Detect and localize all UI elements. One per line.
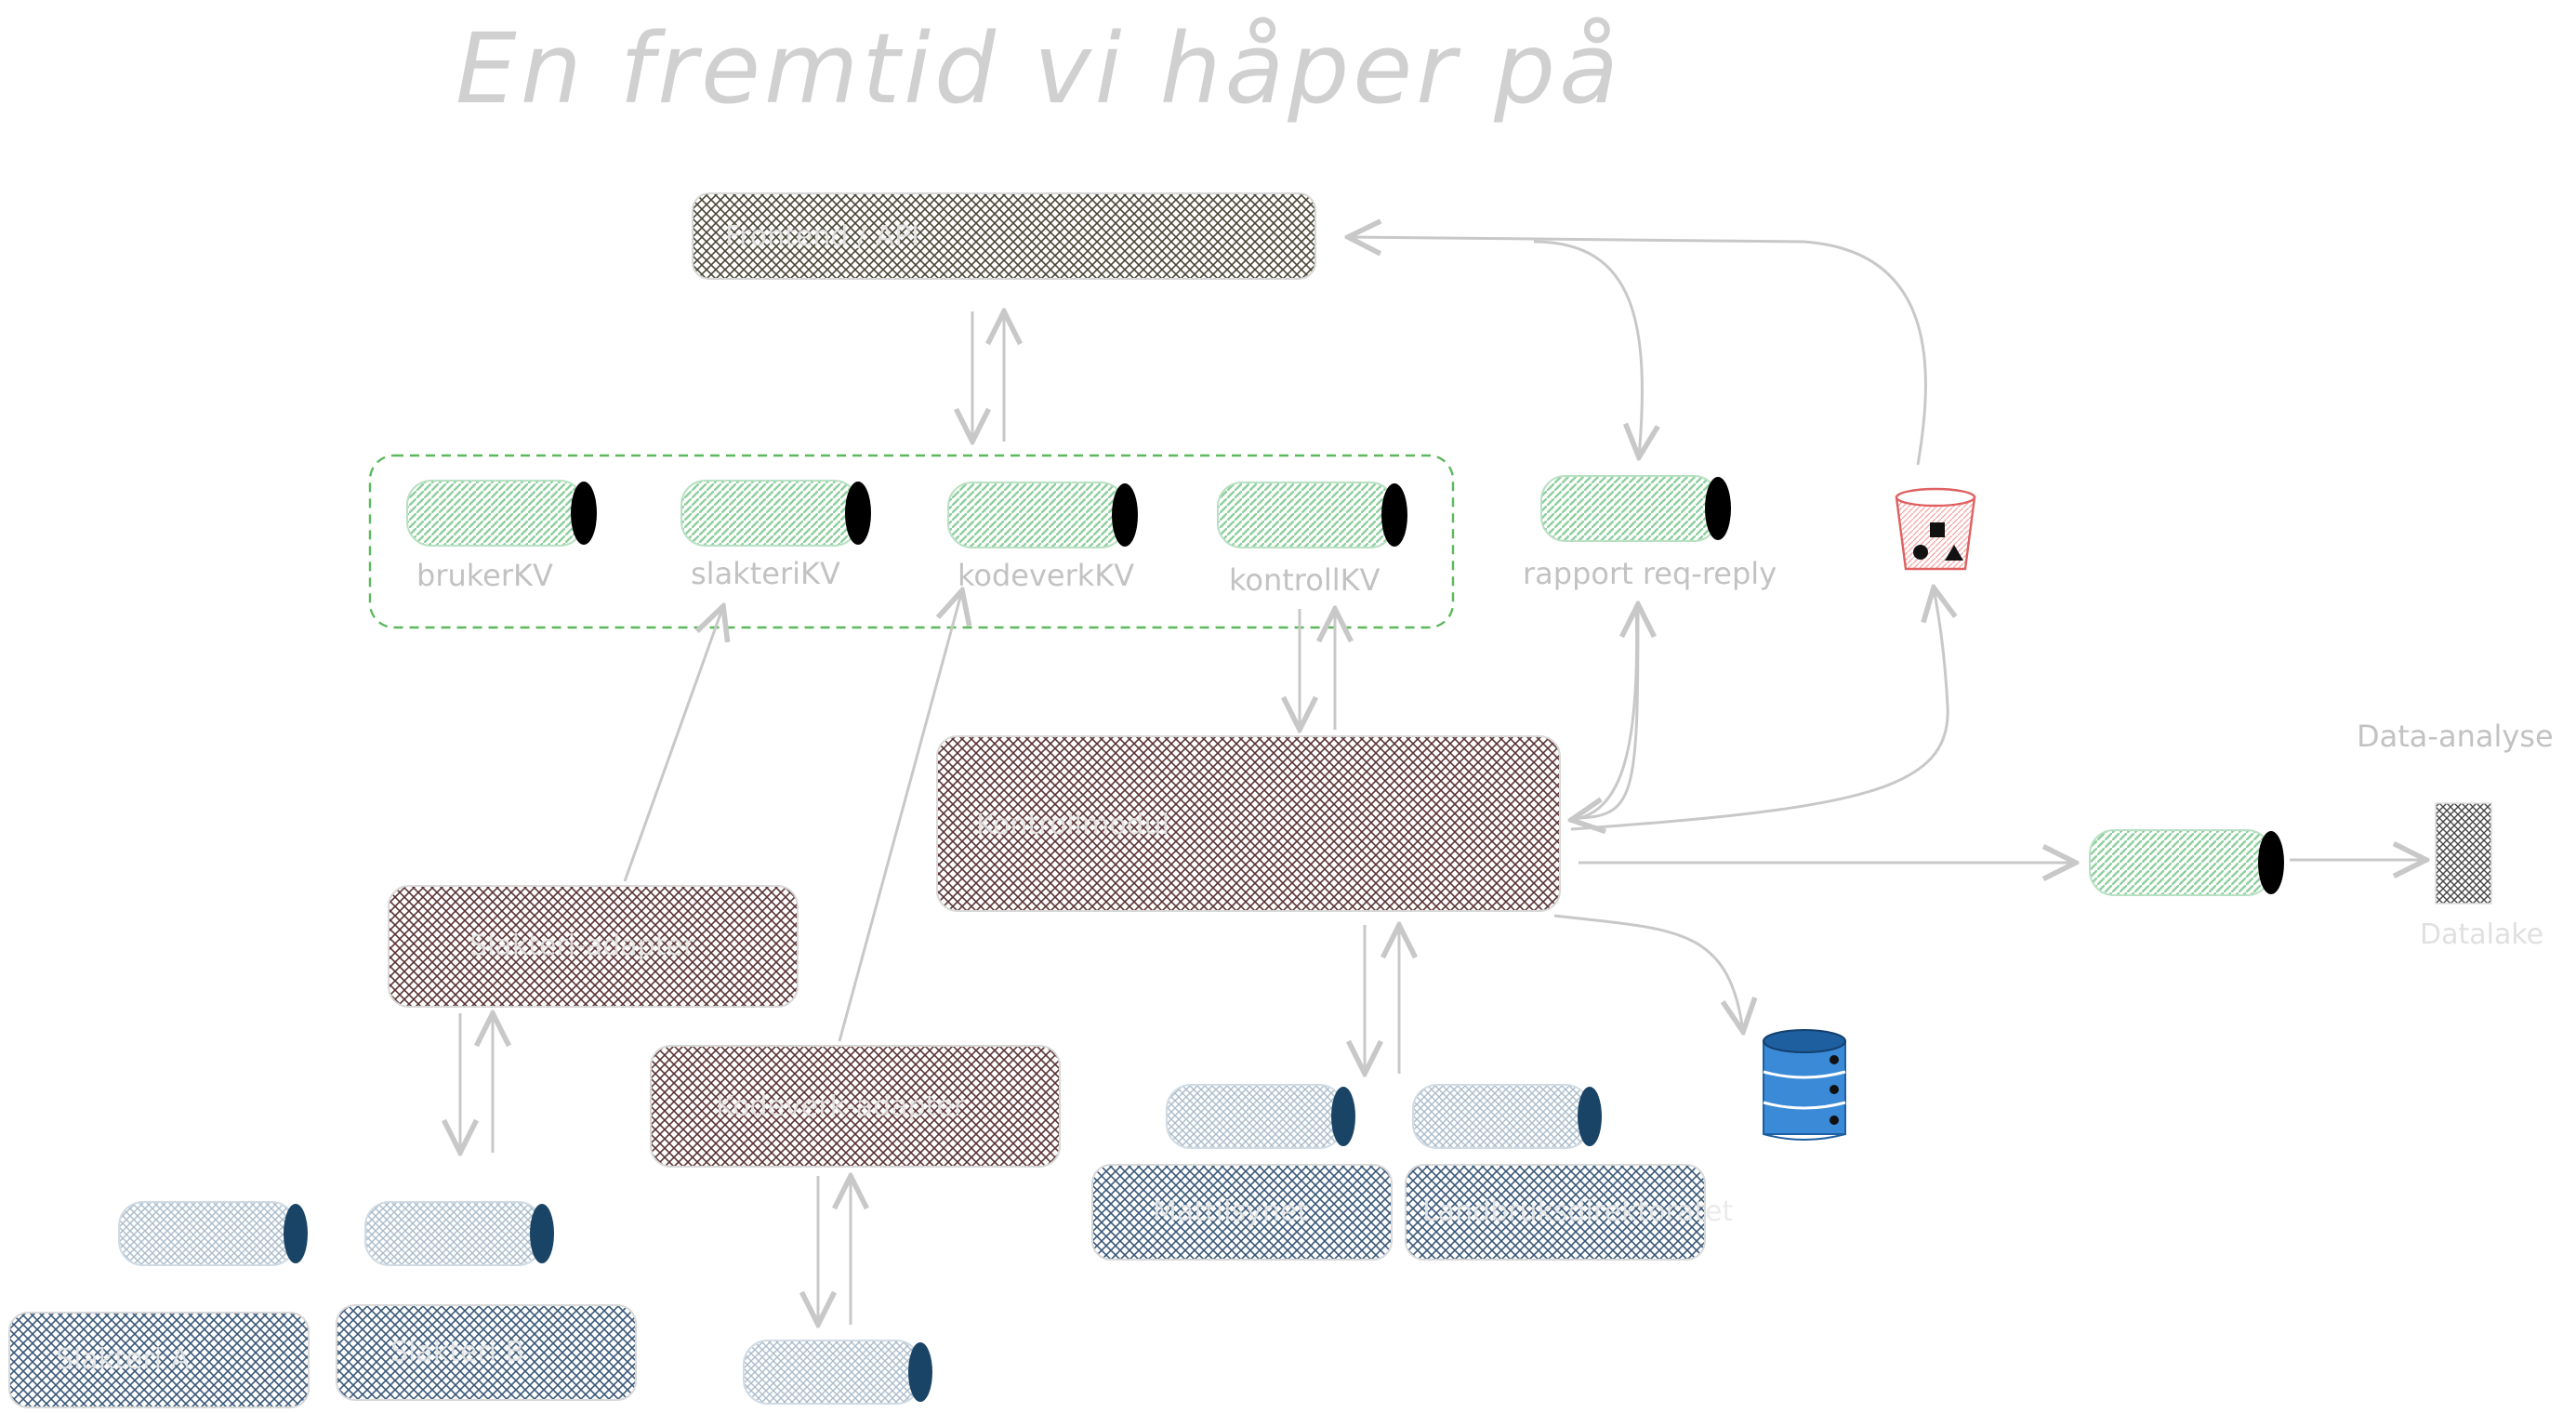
system-box-mattilsynet[interactable]: Mattilsynet [1091,1164,1393,1261]
arrow-core-to-database [1553,914,1743,1032]
system-box-slakteri-b[interactable]: Slakteri B [336,1304,637,1401]
queue-rapport[interactable] [1540,475,1731,542]
diagram-title: En fremtid vi håper på [456,12,1622,125]
system-box-mattilsynet-label: Mattilsynet [1153,1195,1308,1228]
queue-bottom-left-2[interactable] [364,1201,554,1266]
arrow-core-to-trash [1570,588,1948,831]
queue-bottom-center[interactable] [743,1340,932,1405]
queue-analytics[interactable] [2089,829,2284,896]
system-box-landbruksdirektoratet[interactable]: Landbruksdirektoratet [1405,1164,1733,1261]
analytics-heading: Data-analyse [2357,719,2554,754]
slakteri-adapter-label: Slakteri-adapter [469,930,695,962]
system-box-slakteri-a-label: Slakteri A [56,1343,191,1376]
queue-kodeverk[interactable] [947,482,1138,548]
queue-bruker[interactable] [406,480,597,547]
queue-slakteri-label: slakteriKV [691,556,840,591]
queue-bottom-left-1[interactable] [118,1201,308,1266]
queue-bottom-c2[interactable] [1412,1084,1602,1149]
queue-kontroll-label: kontrollKV [1229,562,1380,598]
database-icon [1763,1029,1846,1141]
datalake-store[interactable] [2435,802,2492,905]
queue-bruker-label: brukerKV [416,558,553,593]
arrow-top-to-rapport [1533,240,1642,457]
slakteri-adapter-box[interactable]: Slakteri-adapter [388,885,799,1008]
trash-bin-icon [1895,487,1976,571]
queue-rapport-label: rapport req-reply [1523,556,1777,591]
frontend-box-label: Frontend / API [725,220,919,253]
queue-kodeverk-label: kodeverkKV [958,558,1134,593]
kodeverk-adapter-box[interactable]: Kodeverk-adapter [650,1045,1061,1168]
core-box[interactable]: Kontrollmodul [936,735,1561,912]
arrow-adapter-to-kodeverk [838,590,962,1042]
queue-slakteri[interactable] [680,480,871,547]
arrow-rapport-to-core [1571,603,1639,820]
kodeverk-adapter-label: Kodeverk-adapter [716,1090,966,1123]
system-box-slakteri-b-label: Slakteri B [390,1336,524,1368]
arrow-trash-to-top [1348,237,1927,466]
queue-kontroll[interactable] [1217,482,1407,548]
system-box-slakteri-a[interactable]: Slakteri A [8,1312,310,1408]
datalake-label: Datalake [2420,918,2543,951]
frontend-box[interactable]: Frontend / API [692,192,1316,280]
arrow-core-to-rapport [1570,604,1638,820]
arrow-adapter-to-slakteri [623,606,723,882]
queue-bottom-c1[interactable] [1166,1084,1355,1149]
system-box-landbruksdirektoratet-label: Landbruksdirektoratet [1422,1195,1733,1228]
core-box-label: Kontrollmodul [976,809,1169,841]
